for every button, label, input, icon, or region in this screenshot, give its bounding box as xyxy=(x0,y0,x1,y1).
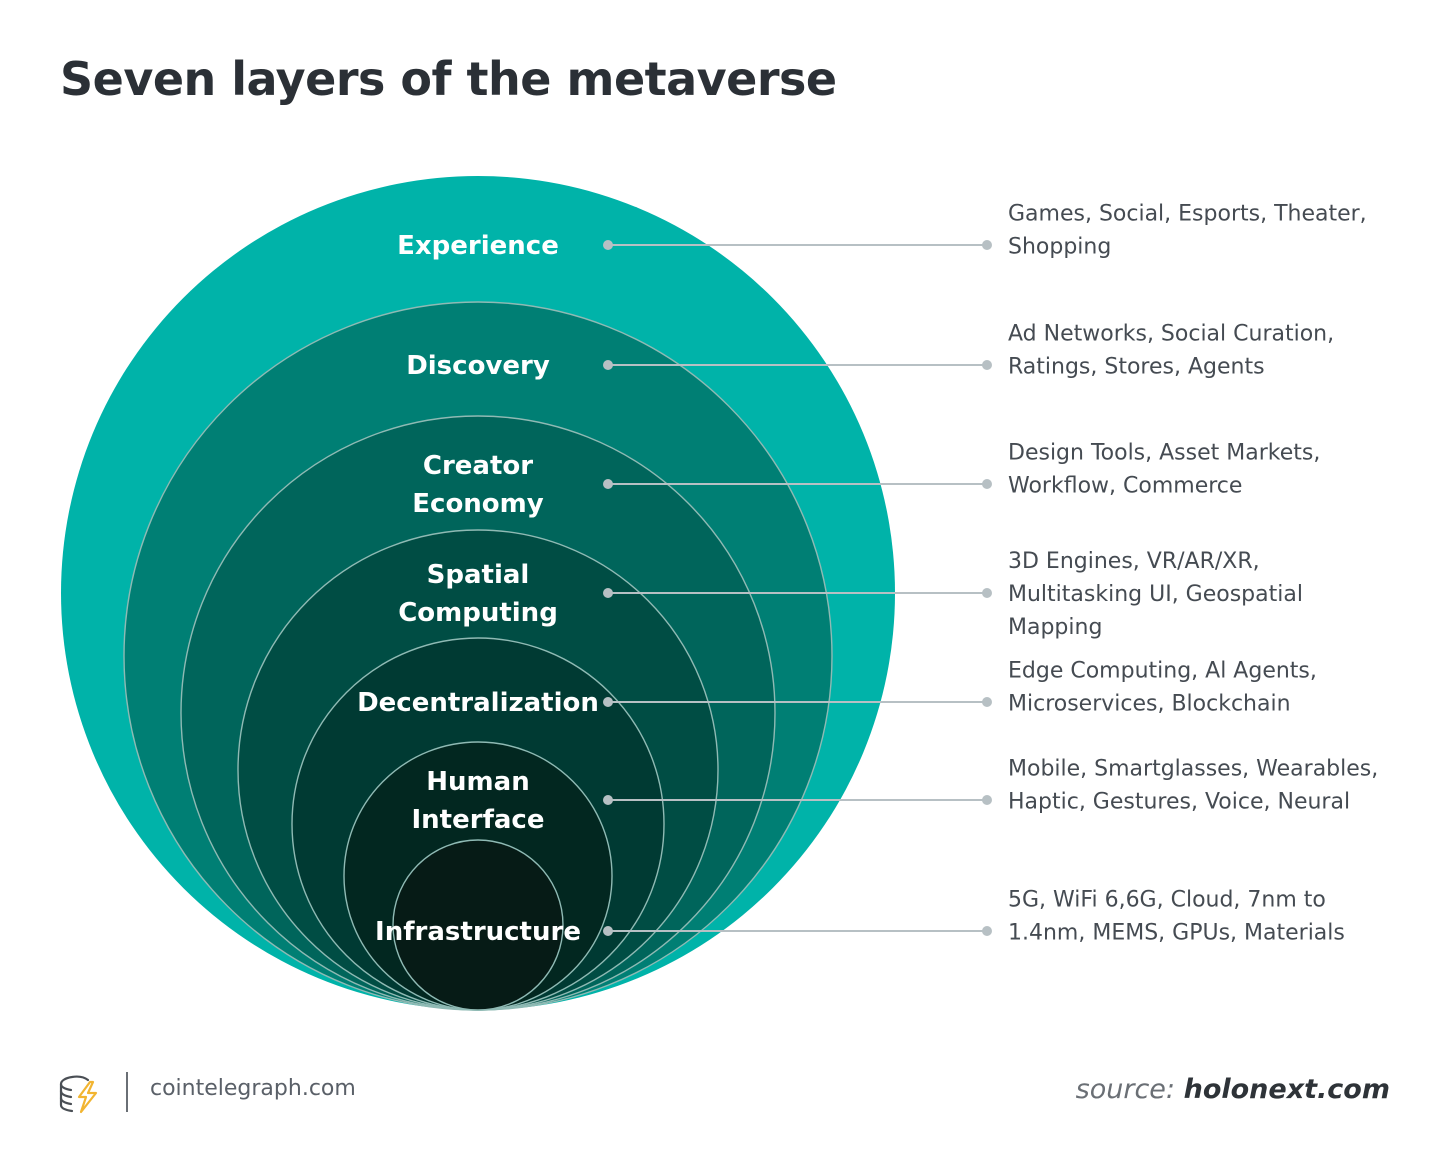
layer-description: Ad Networks, Social Curation, Ratings, St… xyxy=(1008,322,1334,380)
footer-site-link[interactable]: cointelegraph.com xyxy=(150,1076,356,1101)
footer-divider xyxy=(126,1072,128,1112)
layer-description: Mobile, Smartglasses, Wearables, Haptic, … xyxy=(1008,757,1378,815)
layer-description-line: Workflow, Commerce xyxy=(1008,474,1242,499)
layer-description-line: Haptic, Gestures, Voice, Neural xyxy=(1008,790,1350,815)
nested-layer-circles xyxy=(61,176,895,1011)
layer-label-line: Economy xyxy=(412,489,543,519)
layer-description-line: Multitasking UI, Geospatial xyxy=(1008,582,1303,607)
layer-description-line: Games, Social, Esports, Theater, xyxy=(1008,202,1367,227)
connector-dot-end xyxy=(982,697,992,707)
connector-dot-end xyxy=(982,240,992,250)
layer-label: Experience xyxy=(397,231,559,261)
layer-description-line: Mobile, Smartglasses, Wearables, xyxy=(1008,757,1378,782)
connector-dot-start xyxy=(603,479,613,489)
layer-label: Decentralization xyxy=(357,688,599,718)
layer-description: Games, Social, Esports, Theater, Shopping xyxy=(1008,202,1367,260)
layer-description: Design Tools, Asset Markets, Workflow, Co… xyxy=(1008,441,1320,499)
layer-label-line: Discovery xyxy=(406,351,550,381)
connector-dot-end xyxy=(982,588,992,598)
layer-label: Infrastructure xyxy=(375,917,581,947)
source-site: holonext.com xyxy=(1183,1074,1390,1105)
connector-dot-end xyxy=(982,926,992,936)
layer-description-line: Mapping xyxy=(1008,615,1102,640)
layer-label-line: Interface xyxy=(412,805,545,835)
connector-dot-start xyxy=(603,926,613,936)
layer-label-line: Human xyxy=(426,767,529,797)
layer-label-line: Infrastructure xyxy=(375,917,581,947)
layer-description-line: 3D Engines, VR/AR/XR, xyxy=(1008,549,1260,574)
layer-description-line: Edge Computing, Al Agents, xyxy=(1008,659,1317,684)
connector-dot-end xyxy=(982,795,992,805)
layer-label-line: Decentralization xyxy=(357,688,599,718)
connector-dot-start xyxy=(603,240,613,250)
source-credit: source: holonext.com xyxy=(1076,1074,1390,1105)
connector-lines xyxy=(603,240,992,936)
connector-dot-start xyxy=(603,360,613,370)
layer-label: Discovery xyxy=(406,351,550,381)
layer-label-line: Computing xyxy=(398,598,558,628)
layer-description-line: Design Tools, Asset Markets, xyxy=(1008,441,1320,466)
layer-description-line: 1.4nm, MEMS, GPUs, Materials xyxy=(1008,921,1345,946)
connector-dot-start xyxy=(603,588,613,598)
connector-dot-end xyxy=(982,479,992,489)
layer-description: 5G, WiFi 6,6G, Cloud, 7nm to 1.4nm, MEMS,… xyxy=(1008,888,1345,946)
layer-label-line: Creator xyxy=(423,451,533,481)
layer-description: 3D Engines, VR/AR/XR, Multitasking UI, Ge… xyxy=(1008,549,1303,640)
layer-description-line: 5G, WiFi 6,6G, Cloud, 7nm to xyxy=(1008,888,1326,913)
layer-description-line: Shopping xyxy=(1008,235,1111,260)
layer-description-line: Ratings, Stores, Agents xyxy=(1008,355,1265,380)
layer-description: Edge Computing, Al Agents, Microservices,… xyxy=(1008,659,1317,717)
connector-dot-start xyxy=(603,697,613,707)
layer-label-line: Spatial xyxy=(427,560,530,590)
layer-circle xyxy=(392,839,564,1011)
connector-dot-start xyxy=(603,795,613,805)
connector-dot-end xyxy=(982,360,992,370)
page-title: Seven layers of the metaverse xyxy=(60,52,837,106)
layer-description-line: Microservices, Blockchain xyxy=(1008,692,1291,717)
layer-descriptions: Games, Social, Esports, Theater, Shopping… xyxy=(1008,202,1378,946)
layer-description-line: Ad Networks, Social Curation, xyxy=(1008,322,1334,347)
layer-label-line: Experience xyxy=(397,231,559,261)
cointelegraph-logo-icon xyxy=(59,1075,98,1114)
source-label: source: xyxy=(1075,1074,1176,1105)
